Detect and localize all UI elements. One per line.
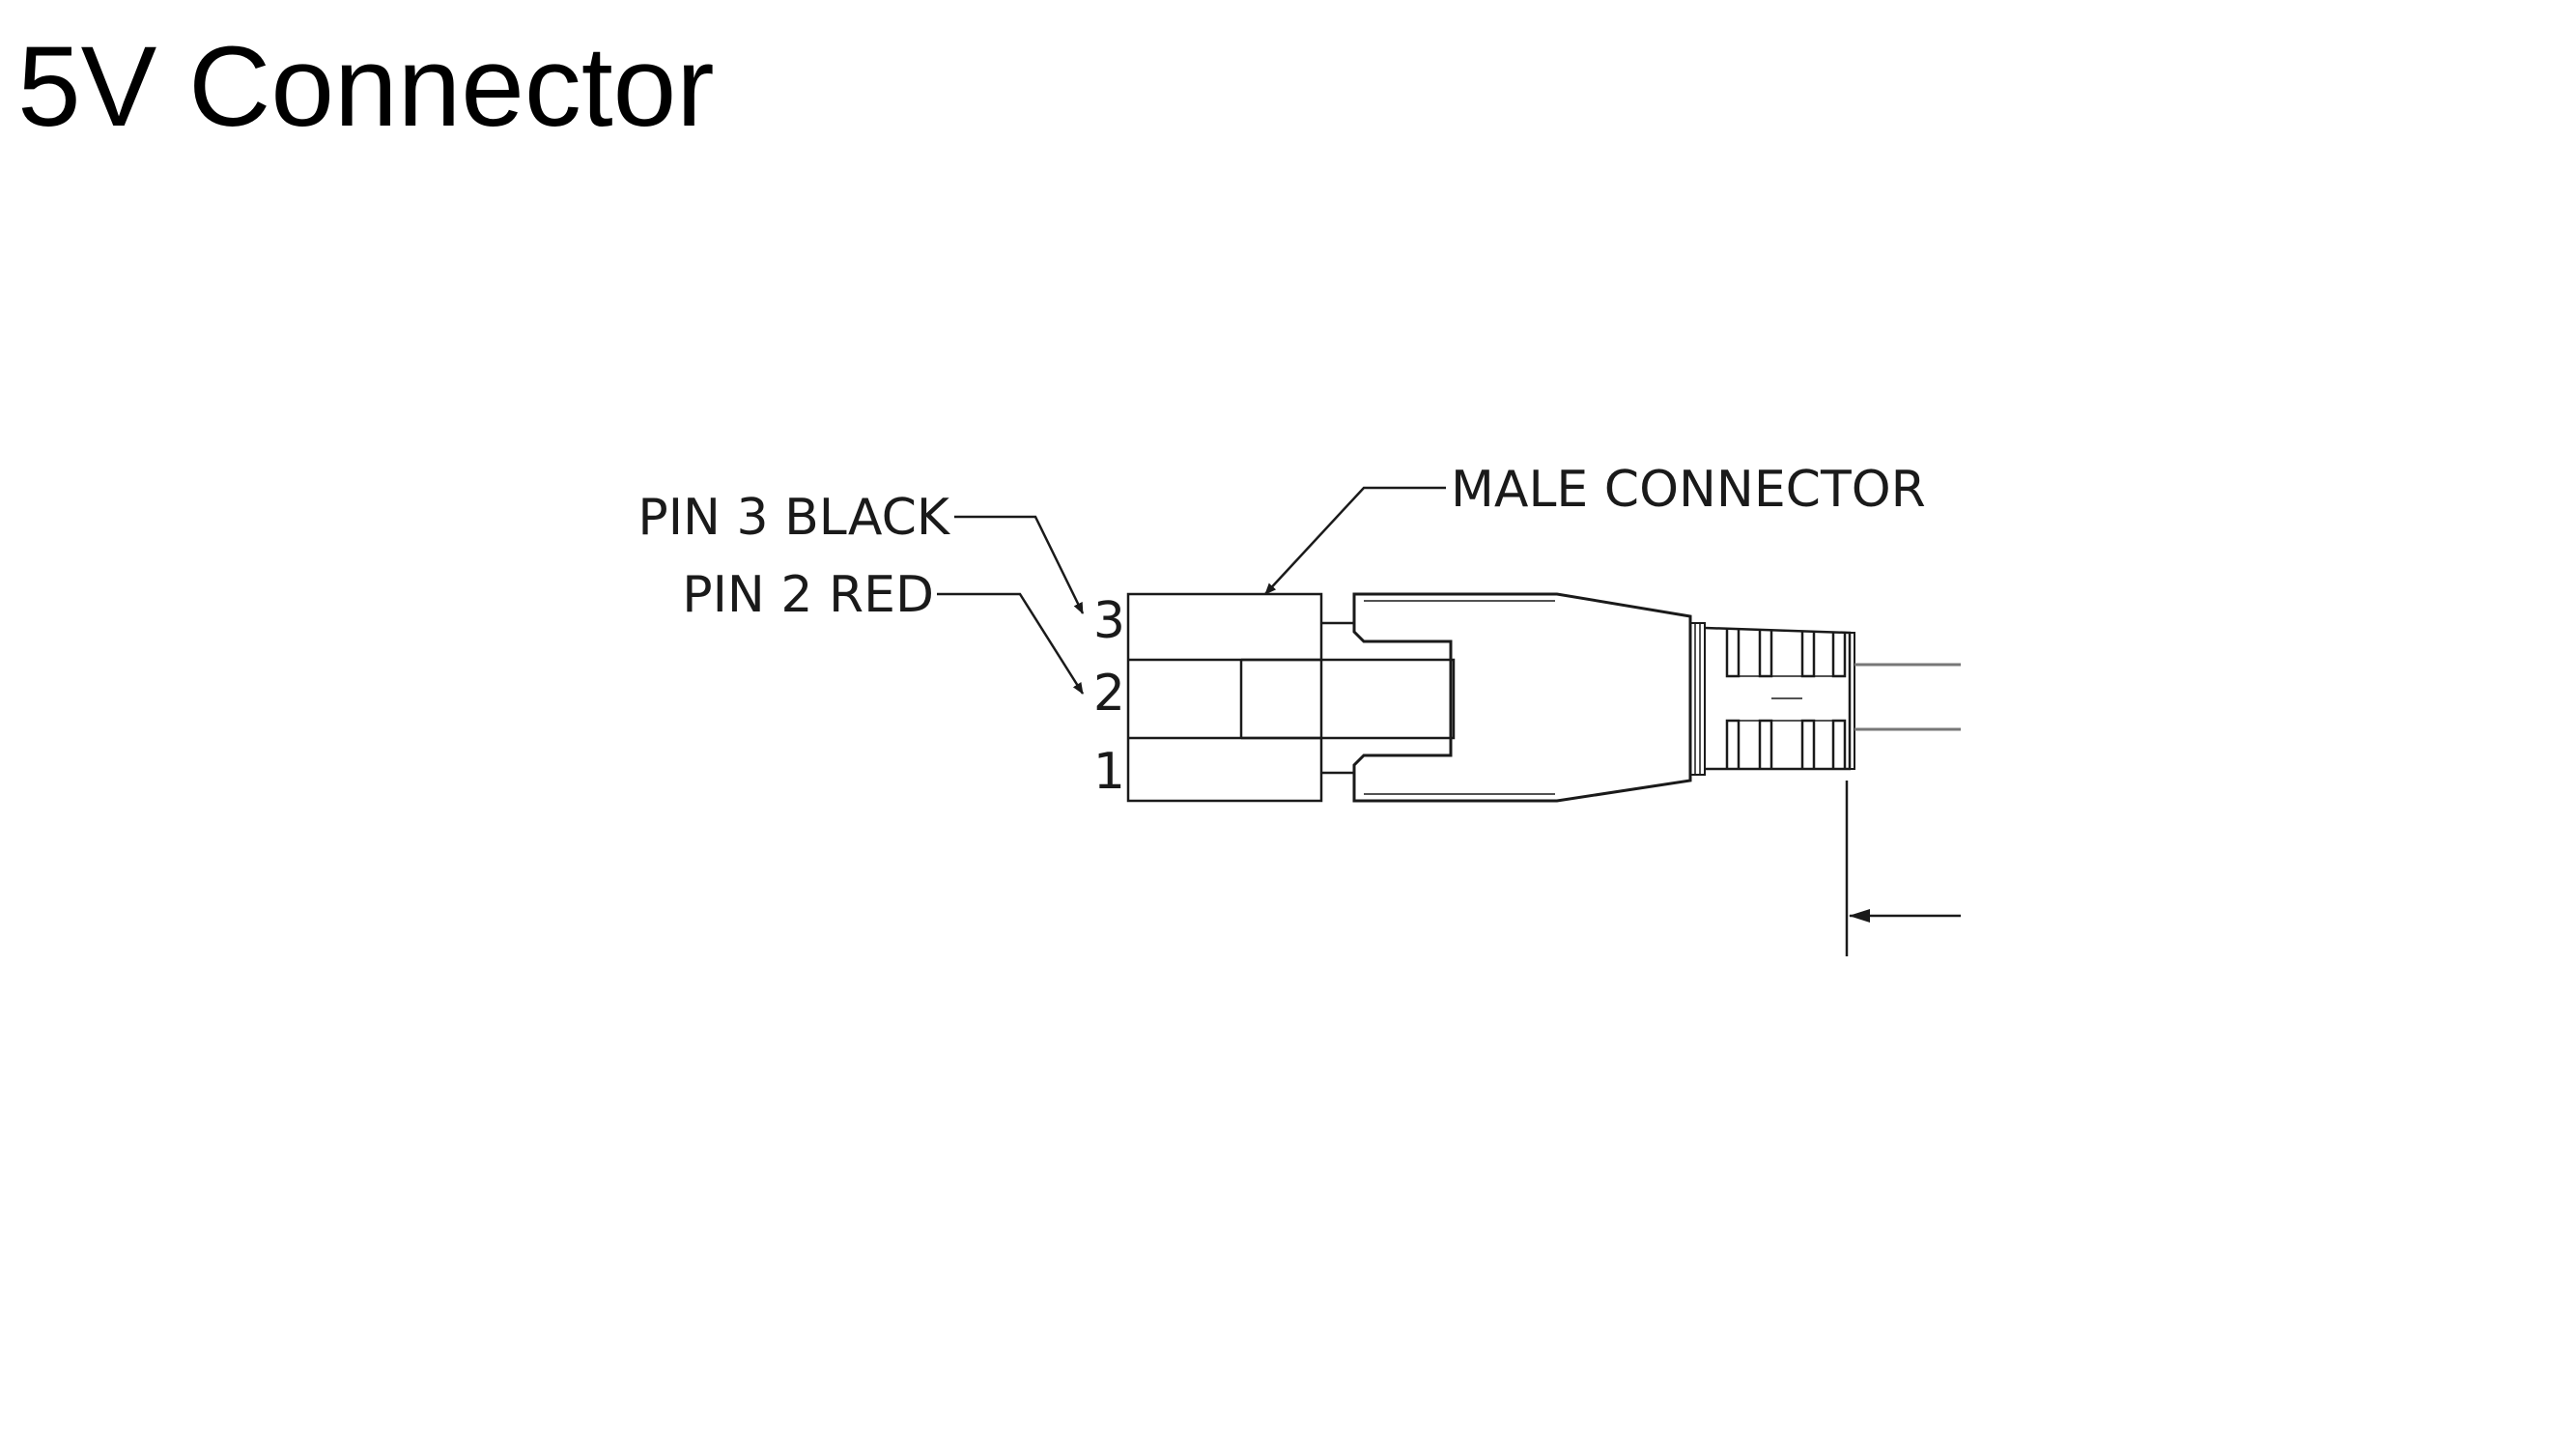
strain-relief-end (1845, 632, 1855, 770)
rib-cut (1831, 632, 1847, 678)
pin-number-3: 3 (1093, 592, 1125, 650)
pin-block (1126, 592, 1323, 803)
center-key (1241, 658, 1456, 740)
leader-male (1264, 486, 1446, 595)
callout-pin3-black: PIN 3 BLACK (637, 489, 951, 547)
rib-cut (1725, 628, 1741, 678)
leader-pin3 (954, 515, 1085, 614)
callout-leaders (937, 486, 1446, 695)
leader-pin2 (937, 592, 1085, 695)
strain-relief-collar (1690, 622, 1706, 776)
cable-wires (1854, 663, 1961, 731)
rib-cut (1800, 719, 1816, 769)
rib-cut (1758, 719, 1773, 769)
connector-housing (1126, 592, 1855, 803)
pin-number-1: 1 (1093, 743, 1125, 801)
rib-cut (1758, 630, 1773, 678)
overmold-body (1352, 592, 1692, 803)
slide-title: 5V Connector (17, 23, 715, 151)
rib-cut (1725, 719, 1741, 769)
strain-relief-body (1704, 626, 1852, 771)
callout-male-connector: MALE CONNECTOR (1451, 461, 1926, 519)
dimension-line (1845, 781, 1961, 956)
pin-number-2: 2 (1093, 665, 1125, 723)
rib-cut (1831, 719, 1847, 769)
callout-pin2-red: PIN 2 RED (682, 566, 934, 624)
rib-cut (1800, 631, 1816, 678)
